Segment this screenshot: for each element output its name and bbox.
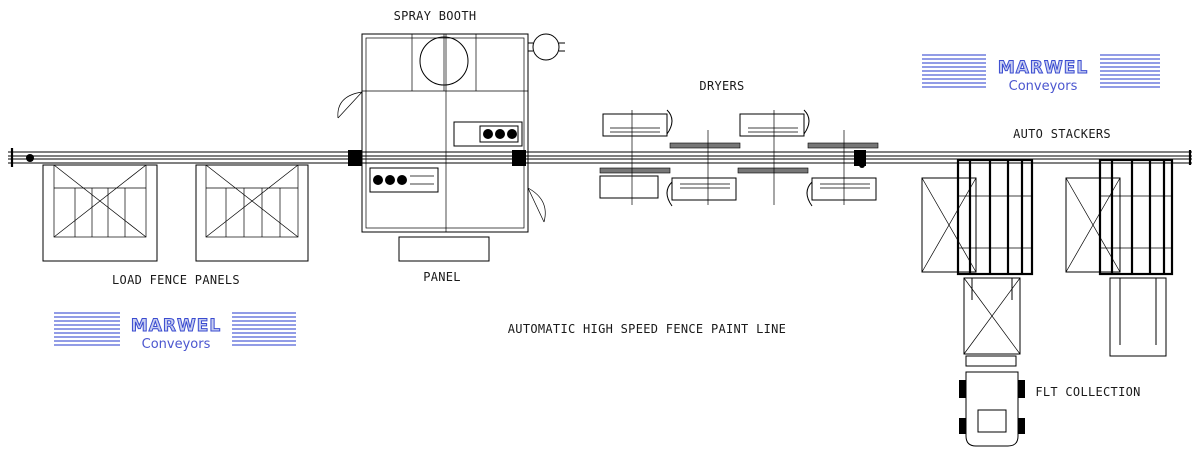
- load-fence-panels-label: LOAD FENCE PANELS: [112, 273, 240, 287]
- load-station-1: [42, 164, 158, 262]
- spray-booth: [337, 33, 565, 233]
- dryers: [599, 109, 879, 207]
- logo-brand: MARWEL: [998, 58, 1088, 78]
- flt-collection-area: [963, 277, 1167, 357]
- logo-brand: MARWEL: [131, 316, 221, 336]
- auto-stacker-1: [921, 158, 1034, 276]
- auto-stackers-label: AUTO STACKERS: [1013, 127, 1111, 141]
- load-station-2: [195, 164, 309, 262]
- flt-collection-label: FLT COLLECTION: [1035, 385, 1140, 399]
- dryers-label: DRYERS: [699, 79, 744, 93]
- panel-box: [398, 236, 490, 262]
- diagram-title: AUTOMATIC HIGH SPEED FENCE PAINT LINE: [508, 322, 786, 336]
- logo-tagline: Conveyors: [142, 337, 211, 352]
- forklift-icon: [959, 355, 1025, 447]
- marwel-logo-bottom: MARWEL Conveyors: [54, 312, 296, 352]
- main-conveyor: [8, 148, 1192, 167]
- marwel-logo-top: MARWEL Conveyors: [922, 54, 1160, 94]
- auto-stacker-2: [1065, 158, 1174, 276]
- spray-booth-label: SPRAY BOOTH: [394, 9, 477, 23]
- logo-tagline: Conveyors: [1009, 79, 1078, 94]
- panel-label: PANEL: [423, 270, 461, 284]
